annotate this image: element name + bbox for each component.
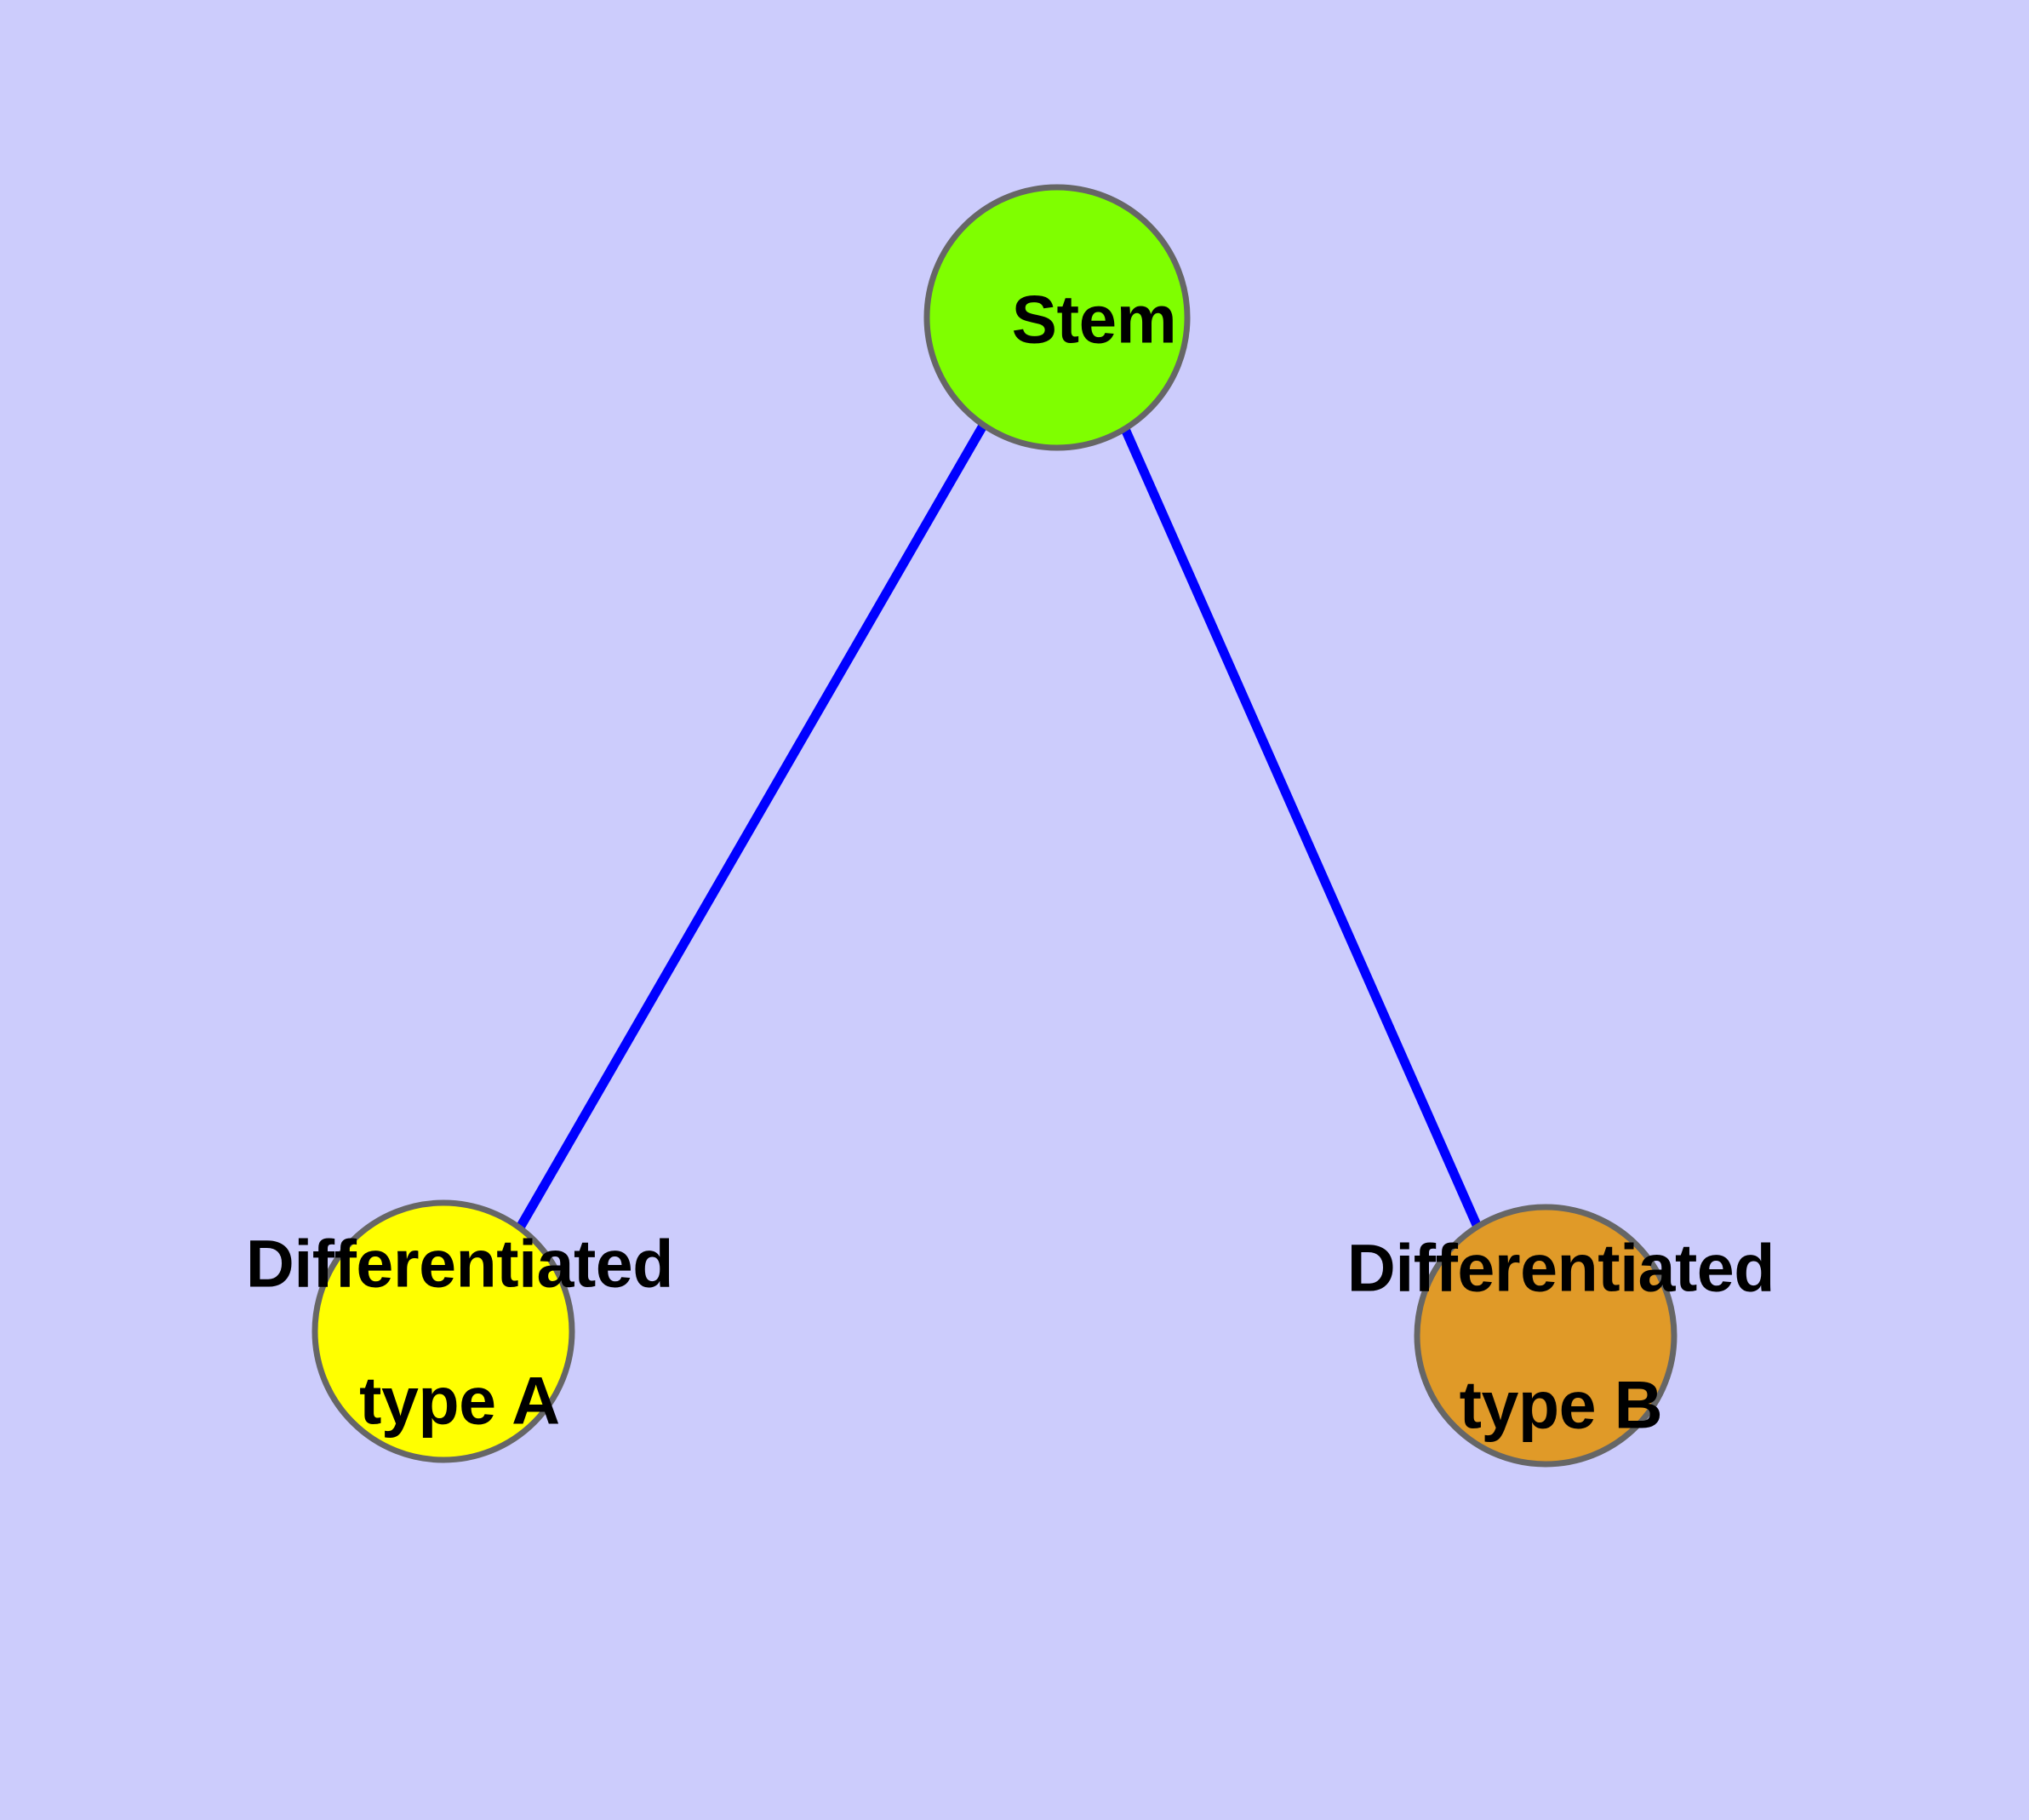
node-diff-a-circle[interactable] (311, 1199, 575, 1463)
node-diff-b-circle[interactable] (1414, 1204, 1677, 1468)
edge-stem-to-diff-b[interactable] (1120, 426, 1482, 1228)
node-stem-circle[interactable] (923, 184, 1191, 451)
edge-stem-to-diff-a[interactable] (516, 423, 987, 1230)
